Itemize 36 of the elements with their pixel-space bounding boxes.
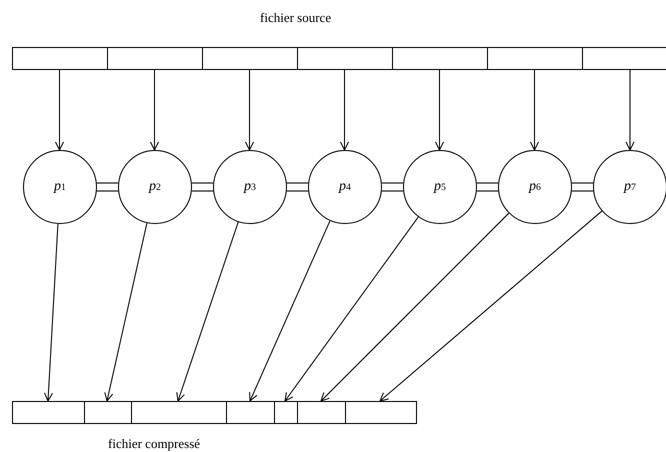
arrow	[150, 70, 159, 150]
arrow	[435, 70, 444, 150]
double-line-connector	[571, 182, 594, 192]
file-caption: fichier compressé	[108, 436, 200, 452]
arrow	[245, 70, 254, 150]
array-cell	[107, 47, 203, 70]
arrow	[44, 223, 58, 402]
double-line-connector	[191, 182, 214, 192]
arrow	[340, 70, 349, 150]
double-line-connector	[96, 182, 119, 192]
array-cell	[202, 47, 298, 70]
file-caption: fichier source	[260, 10, 332, 26]
array-cell	[274, 401, 298, 424]
array-cell	[297, 401, 346, 424]
arrow	[104, 222, 148, 402]
array-cell	[226, 401, 275, 424]
array-cell	[12, 47, 108, 70]
arrow	[55, 70, 64, 150]
array-cell	[12, 401, 85, 424]
array-cell	[84, 401, 132, 424]
double-line-connector	[381, 182, 404, 192]
array-cell	[345, 401, 417, 424]
double-line-connector	[286, 182, 309, 192]
arrow	[284, 216, 419, 402]
array-cell	[487, 47, 583, 70]
arrow	[626, 70, 634, 150]
arrow	[380, 210, 602, 402]
double-line-connector	[476, 182, 499, 192]
arrow	[176, 222, 239, 402]
array-cell	[582, 47, 666, 70]
array-cell	[297, 47, 393, 70]
arrow	[320, 212, 510, 402]
array-cell	[131, 401, 227, 424]
array-cell	[392, 47, 488, 70]
arrow	[249, 220, 330, 402]
arrow	[530, 70, 539, 150]
